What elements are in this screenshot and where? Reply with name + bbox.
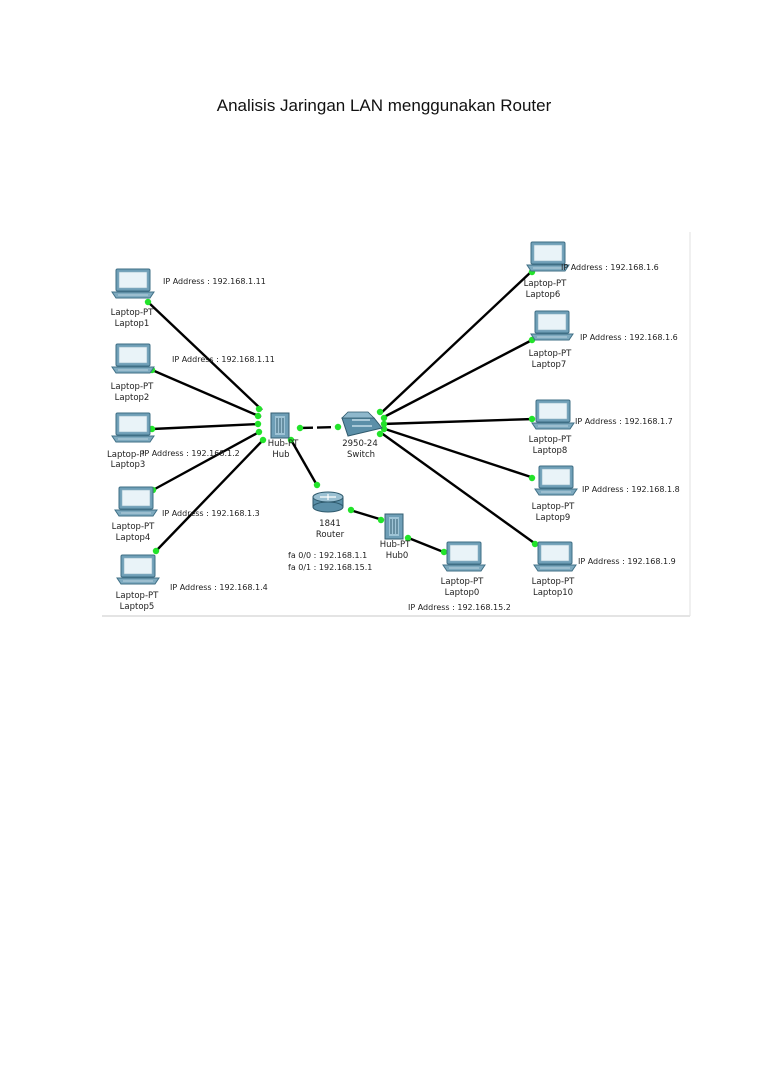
laptop10-model: Laptop-PT [532, 577, 575, 587]
link-router-hub0 [349, 508, 384, 522]
link-switch-laptop9 [381, 426, 535, 480]
switch-node[interactable]: 2950-24 Switch [341, 411, 383, 460]
router-icon [312, 491, 344, 513]
laptop1-name: Laptop1 [115, 319, 150, 329]
laptop-icon [442, 541, 486, 572]
laptop3-model: Laptop-P [107, 450, 144, 460]
laptop1-ip: IP Address : 192.168.1.11 [163, 277, 266, 286]
laptop8-name: Laptop8 [533, 446, 568, 456]
links [147, 270, 538, 555]
laptop9-name: Laptop9 [536, 513, 571, 523]
router-node[interactable]: 1841 Router fa 0/0 : 192.168.1.1 fa 0/1 … [288, 491, 372, 572]
laptop5-ip: IP Address : 192.168.1.4 [170, 583, 268, 592]
laptop1-node[interactable]: Laptop-PT Laptop1 IP Address : 192.168.1… [111, 268, 266, 329]
hub-name: Hub [272, 450, 289, 460]
laptop7-ip: IP Address : 192.168.1.6 [580, 333, 678, 342]
laptop6-model: Laptop-PT [524, 279, 567, 289]
router-name: Router [316, 530, 345, 540]
laptop7-node[interactable]: Laptop-PT Laptop7 IP Address : 192.168.1… [529, 310, 678, 370]
laptop5-name: Laptop5 [120, 602, 155, 612]
laptop-icon [534, 465, 578, 496]
laptop-icon [531, 399, 575, 430]
laptop10-ip: IP Address : 192.168.1.9 [578, 557, 676, 566]
laptop7-model: Laptop-PT [529, 349, 572, 359]
laptop8-node[interactable]: Laptop-PT Laptop8 IP Address : 192.168.1… [529, 399, 673, 456]
link-laptop5-hub [155, 438, 265, 552]
laptop4-node[interactable]: Laptop-PT Laptop4 IP Address : 192.168.1… [112, 486, 260, 543]
laptop-icon [111, 412, 155, 443]
laptop0-model: Laptop-PT [441, 577, 484, 587]
laptop1-model: Laptop-PT [111, 308, 154, 318]
laptop-icon [111, 268, 155, 299]
laptop5-node[interactable]: Laptop-PT Laptop5 IP Address : 192.168.1… [116, 554, 268, 612]
page-title: Analisis Jaringan LAN menggunakan Router [216, 96, 552, 115]
link-laptop1-hub [147, 301, 263, 411]
hub-icon [270, 412, 290, 439]
hub0-node[interactable]: Hub-PT Hub0 [380, 513, 411, 561]
hub-model: Hub-PT [268, 439, 299, 449]
hub-icon [384, 513, 404, 540]
link-switch-laptop10 [379, 431, 538, 546]
switch-model: 2950-24 [342, 439, 378, 449]
link-laptop2-hub [151, 368, 262, 419]
laptop2-model: Laptop-PT [111, 382, 154, 392]
link-hub-switch [298, 425, 341, 430]
laptop3-node[interactable]: Laptop-P Laptop3 IP Address : 192.168.1.… [107, 412, 240, 470]
laptop2-name: Laptop2 [115, 393, 150, 403]
laptop6-node[interactable]: Laptop-PT Laptop6 IP Address : 192.168.1… [524, 241, 659, 300]
laptop-icon [530, 310, 574, 341]
hub0-name: Hub0 [386, 551, 409, 561]
link-switch-laptop8 [381, 417, 535, 426]
link-hub-router [288, 437, 320, 488]
laptop2-node[interactable]: Laptop-PT Laptop2 IP Address : 192.168.1… [111, 343, 275, 403]
laptop7-name: Laptop7 [532, 360, 567, 370]
laptop4-model: Laptop-PT [112, 522, 155, 532]
laptop-icon [533, 541, 577, 572]
laptop-icon [114, 486, 158, 517]
laptop0-name: Laptop0 [445, 588, 480, 598]
switch-icon [341, 411, 383, 437]
laptop3-name: Laptop3 [111, 460, 146, 470]
laptop4-name: Laptop4 [116, 533, 151, 543]
hub-node[interactable]: Hub-PT Hub [268, 412, 299, 460]
link-switch-laptop7 [381, 337, 535, 420]
router-fa01: fa 0/1 : 192.168.15.1 [288, 563, 372, 572]
laptop5-model: Laptop-PT [116, 591, 159, 601]
laptop-icon [111, 343, 155, 374]
laptop10-name: Laptop10 [533, 588, 573, 598]
laptop9-ip: IP Address : 192.168.1.8 [582, 485, 680, 494]
laptop6-ip: IP Address : 192.168.1.6 [561, 263, 659, 272]
switch-name: Switch [347, 450, 375, 460]
link-hub0-laptop0 [405, 535, 447, 555]
laptop-icon [116, 554, 160, 585]
laptop3-ip: IP Address : 192.168.1.2 [142, 449, 240, 458]
hub0-model: Hub-PT [380, 540, 411, 550]
laptop4-ip: IP Address : 192.168.1.3 [162, 509, 260, 518]
laptop9-model: Laptop-PT [532, 502, 575, 512]
laptop2-ip: IP Address : 192.168.1.11 [172, 355, 275, 364]
laptop10-node[interactable]: Laptop-PT Laptop10 IP Address : 192.168.… [532, 541, 676, 598]
router-fa00: fa 0/0 : 192.168.1.1 [288, 551, 367, 560]
laptop0-node[interactable]: Laptop-PT Laptop0 IP Address : 192.168.1… [408, 541, 511, 612]
router-model: 1841 [319, 519, 341, 529]
laptop8-ip: IP Address : 192.168.1.7 [575, 417, 673, 426]
link-laptop4-hub [152, 429, 262, 492]
laptop9-node[interactable]: Laptop-PT Laptop9 IP Address : 192.168.1… [532, 465, 680, 523]
link-switch-laptop6 [379, 270, 533, 415]
link-laptop3-hub [151, 422, 261, 431]
laptop8-model: Laptop-PT [529, 435, 572, 445]
laptop0-ip: IP Address : 192.168.15.2 [408, 603, 511, 612]
laptop6-name: Laptop6 [526, 290, 561, 300]
